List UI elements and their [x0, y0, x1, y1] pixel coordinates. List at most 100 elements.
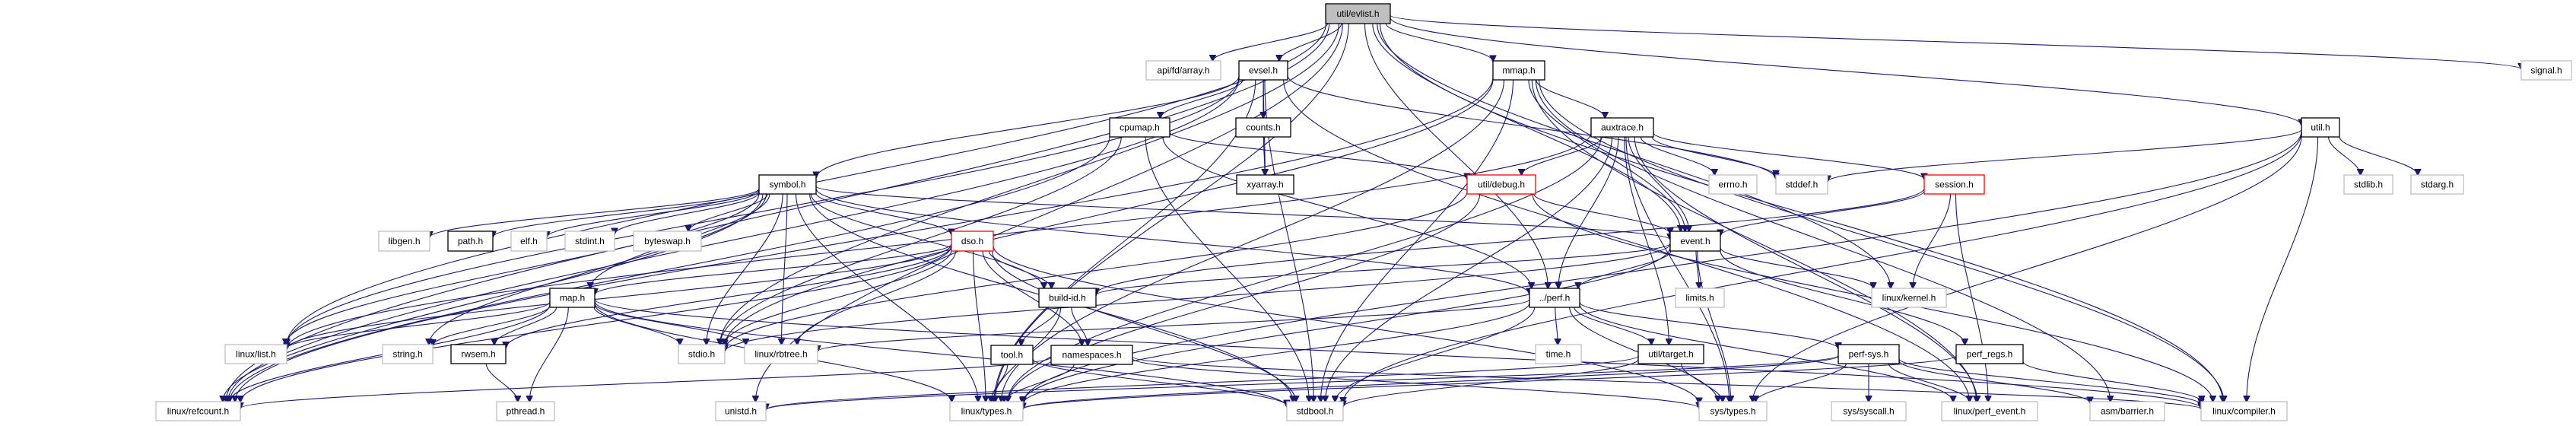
node-signal: signal.h — [2520, 60, 2572, 81]
edge-evlist-to-event — [1372, 23, 1681, 231]
node-box-pthread — [496, 401, 555, 421]
node-stdarg: stdarg.h — [2410, 174, 2464, 195]
edge-target-to-systypes — [1681, 363, 1723, 402]
node-event[interactable]: event.h — [1669, 230, 1721, 252]
node-label-elf: elf.h — [520, 236, 538, 246]
edge-buildid-to-namespaces — [1071, 307, 1088, 345]
node-box-perfevent — [1941, 401, 2038, 421]
edge-namespaces-to-compiler — [1132, 356, 2201, 409]
node-compiler: linux/compiler.h — [2200, 401, 2288, 421]
node-label-types: linux/types.h — [961, 406, 1012, 417]
node-namespaces[interactable]: namespaces.h — [1050, 345, 1133, 365]
node-unistd: unistd.h — [715, 401, 767, 421]
node-evlist[interactable]: util/evlist.h — [1325, 3, 1391, 24]
edge-counts-to-xyarray — [1263, 136, 1265, 175]
edge-mmap-to-auxtrace — [1536, 79, 1606, 118]
node-cpumap[interactable]: cpumap.h — [1109, 117, 1170, 138]
node-path[interactable]: path.h — [447, 230, 494, 252]
node-buildid[interactable]: build-id.h — [1038, 288, 1097, 308]
edge-perf-to-target — [1574, 307, 1651, 345]
node-dso[interactable]: dso.h — [951, 230, 994, 252]
node-box-evsel — [1238, 60, 1288, 81]
nodes-layer: util/evlist.h api/fd/array.h evsel.h mmap.h… — [155, 3, 2572, 421]
edge-dso-to-namespaces — [982, 250, 1082, 345]
node-target[interactable]: util/target.h — [1637, 344, 1704, 364]
edge-cpumap-to-refcount — [230, 136, 1110, 402]
edge-dso-to-map — [595, 243, 952, 294]
node-errno: errno.h — [1708, 174, 1758, 195]
node-label-perfevent: linux/perf_event.h — [1954, 406, 2026, 417]
node-map[interactable]: map.h — [549, 288, 596, 308]
node-label-stdlib: stdlib.h — [2354, 180, 2383, 190]
node-box-libgen — [378, 230, 430, 252]
node-box-stdio — [678, 344, 726, 364]
node-box-stdlib — [2343, 174, 2393, 195]
edge-util-to-systypes — [1752, 136, 2302, 402]
edge-evsel-to-cpumap — [1161, 79, 1244, 118]
node-box-tool — [990, 345, 1034, 365]
node-mmap[interactable]: mmap.h — [1492, 60, 1545, 81]
node-stdint: stdint.h — [564, 230, 615, 252]
node-box-mmap — [1492, 60, 1545, 81]
node-label-kernel: linux/kernel.h — [1882, 293, 1936, 304]
node-perfregs[interactable]: perf_regs.h — [1955, 344, 2024, 364]
node-label-util: util.h — [2311, 122, 2330, 133]
node-string: string.h — [382, 344, 434, 364]
node-evsel[interactable]: evsel.h — [1238, 60, 1288, 81]
node-box-byteswap — [633, 230, 702, 252]
node-box-namespaces — [1050, 345, 1133, 365]
node-box-refcount — [155, 401, 241, 421]
node-box-list — [224, 344, 287, 364]
edge-auxtrace-to-stddef — [1651, 136, 1776, 176]
edge-namespaces-to-types — [1004, 364, 1075, 402]
node-barrier: asm/barrier.h — [2089, 401, 2165, 421]
node-fdarray: api/fd/array.h — [1145, 60, 1221, 81]
node-label-signal: signal.h — [2530, 65, 2562, 76]
edge-mmap-to-stdbool — [1321, 79, 1514, 402]
edge-map-to-stdbool — [594, 300, 1287, 407]
node-label-systypes: sys/types.h — [1710, 406, 1755, 417]
edge-perfregs-to-types — [1023, 355, 1957, 409]
node-session[interactable]: session.h — [1923, 174, 1985, 195]
node-box-signal — [2520, 60, 2572, 81]
edge-perfsys-to-barrier — [1898, 361, 2090, 402]
node-perfevent: linux/perf_event.h — [1941, 401, 2038, 421]
edge-cpumap-to-perf — [1162, 136, 1532, 288]
edge-debug-to-stdio — [725, 191, 1468, 349]
edge-auxtrace-to-stdbool — [1326, 136, 1613, 402]
node-counts[interactable]: counts.h — [1235, 117, 1291, 138]
node-tool[interactable]: tool.h — [990, 345, 1034, 365]
edge-perf-to-time — [1555, 307, 1558, 345]
edge-evlist-to-fdarray — [1213, 23, 1329, 61]
edge-debug-to-event — [1533, 193, 1670, 234]
node-perf[interactable]: ../perf.h — [1529, 288, 1580, 308]
node-box-perfregs — [1955, 344, 2024, 364]
edge-auxtrace-to-types — [1008, 136, 1602, 402]
node-box-stddef — [1775, 174, 1828, 195]
node-xyarray[interactable]: xyarray.h — [1236, 174, 1294, 195]
node-box-path — [447, 230, 494, 252]
node-debug[interactable]: util/debug.h — [1466, 174, 1536, 195]
edge-symbol-to-buildid — [810, 193, 1043, 288]
node-box-auxtrace — [1590, 117, 1654, 138]
edge-namespaces-to-refcount — [240, 357, 1052, 409]
node-label-syscall: sys/syscall.h — [1843, 406, 1894, 417]
node-label-cpumap: cpumap.h — [1120, 122, 1160, 133]
node-symbol[interactable]: symbol.h — [758, 174, 817, 195]
edge-util-to-stdbool — [1343, 132, 2302, 403]
edge-symbol-to-stdio — [707, 193, 783, 345]
node-box-fdarray — [1145, 60, 1221, 81]
edge-symbol-to-perf — [815, 188, 1529, 294]
node-util[interactable]: util.h — [2301, 117, 2340, 138]
node-box-dso — [951, 230, 994, 252]
node-rwsem[interactable]: rwsem.h — [450, 344, 507, 364]
node-perfsys[interactable]: perf-sys.h — [1838, 344, 1900, 364]
node-box-unistd — [715, 401, 767, 421]
node-label-tool: tool.h — [1001, 350, 1023, 361]
node-label-stdarg: stdarg.h — [2421, 180, 2454, 190]
edge-mmap-to-stdio — [725, 79, 1494, 346]
node-auxtrace[interactable]: auxtrace.h — [1590, 117, 1654, 138]
edge-map-to-compiler — [594, 299, 2201, 409]
edge-auxtrace-to-session — [1653, 132, 1924, 180]
node-label-perf: ../perf.h — [1539, 293, 1571, 304]
